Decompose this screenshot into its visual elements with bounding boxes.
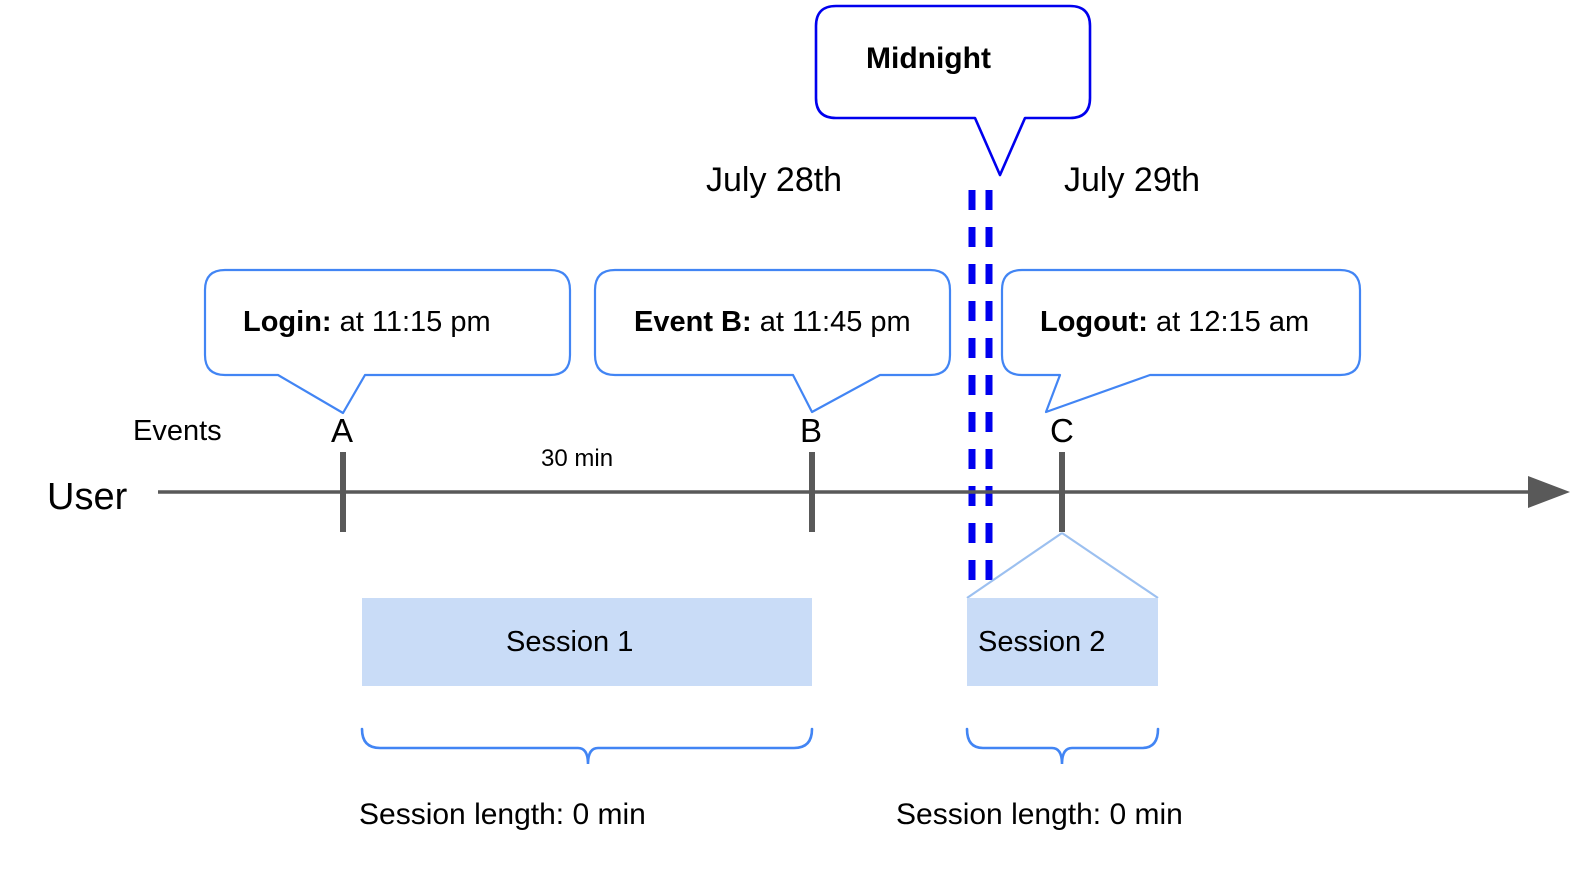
date-label-july-28: July 28th xyxy=(706,161,843,199)
event-callout-logout-bubble xyxy=(1000,268,1362,414)
session-bar-1 xyxy=(362,598,812,686)
timeline-axis-arrowhead xyxy=(1528,476,1570,508)
event-callout-logout-text: Logout: at 12:15 am xyxy=(1040,308,1309,337)
date-label-july-29: July 29th xyxy=(1064,161,1201,199)
tick-letter-b: B xyxy=(800,412,823,449)
event-callout-eventb-bold: Event B: xyxy=(634,306,752,338)
event-callout-logout-rest: at 12:15 am xyxy=(1147,306,1310,338)
midnight-callout-bubble xyxy=(814,4,1092,177)
event-callout-eventb-text: Event B: at 11:45 pm xyxy=(634,308,911,337)
event-callout-login-text: Login: at 11:15 pm xyxy=(243,308,491,337)
session2-length-brace xyxy=(965,727,1160,765)
session-bar-label-1: Session 1 xyxy=(506,626,634,658)
duration-label-30min: 30 min xyxy=(541,445,614,472)
event-callout-login-bold: Login: xyxy=(243,306,332,338)
session-bar-2 xyxy=(967,598,1158,686)
session-length-label-1: Session length: 0 min xyxy=(359,798,646,831)
session-length-label-2: Session length: 0 min xyxy=(896,798,1183,831)
row-label-events: Events xyxy=(133,415,222,447)
event-callout-logout-bold: Logout: xyxy=(1040,306,1148,338)
session2-fan-line-right xyxy=(1061,532,1159,599)
session2-fan-line-left xyxy=(966,532,1063,599)
event-callout-login-rest: at 11:15 pm xyxy=(331,306,491,338)
midnight-callout-label: Midnight xyxy=(866,42,991,75)
event-callout-eventb-bubble xyxy=(593,268,952,414)
session1-length-brace xyxy=(360,727,814,765)
row-label-user: User xyxy=(47,476,128,518)
tick-letter-c: C xyxy=(1050,412,1074,449)
session-bar-label-2: Session 2 xyxy=(978,626,1106,658)
event-callout-login-bubble xyxy=(203,268,572,415)
tick-letter-a: A xyxy=(331,412,354,449)
event-callout-eventb-rest: at 11:45 pm xyxy=(751,306,911,338)
